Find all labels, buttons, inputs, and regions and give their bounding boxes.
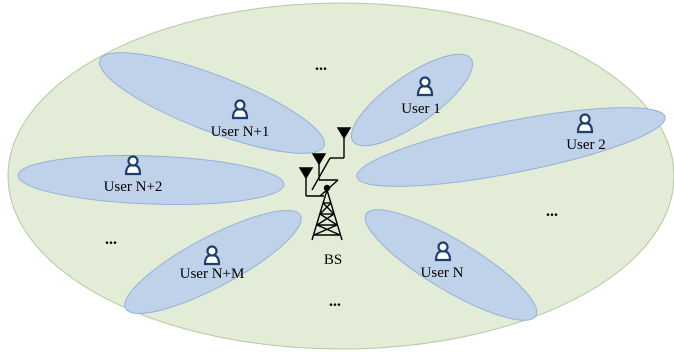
user-label: User N+2	[104, 179, 163, 195]
antenna-array	[298, 127, 352, 197]
antenna-element-3	[336, 127, 352, 140]
beam-user-n-plus-1	[99, 52, 325, 154]
ellipsis-right: ...	[546, 203, 558, 220]
user-icon	[203, 245, 221, 266]
beam-user-1	[350, 53, 474, 147]
user-n: User N	[421, 241, 464, 281]
user-label: User N	[421, 265, 464, 281]
user-icon	[231, 99, 249, 120]
user-icon	[576, 113, 594, 134]
antenna-element-1	[298, 167, 314, 180]
user-icon	[434, 241, 452, 262]
user-label: User 2	[566, 137, 606, 153]
ellipsis-bottom: ...	[329, 293, 341, 310]
antenna-element-2	[311, 153, 327, 166]
ellipsis-top: ...	[315, 57, 327, 74]
cell-tower-icon	[311, 184, 343, 241]
user-label: User N+M	[180, 266, 245, 282]
user-1: User 1	[401, 76, 441, 117]
bs-label: BS	[324, 252, 342, 268]
user-n-plus-m: User N+M	[180, 245, 245, 282]
ellipsis-left: ...	[105, 231, 117, 248]
user-label: User N+1	[211, 124, 270, 140]
beam-user-n	[364, 209, 538, 321]
user-icon	[416, 76, 434, 97]
user-label: User 1	[401, 101, 441, 117]
user-icon	[124, 155, 142, 176]
user-2: User 2	[566, 113, 606, 153]
beam-user-n-plus-2	[17, 155, 285, 205]
user-n-plus-2: User N+2	[104, 155, 163, 195]
user-n-plus-1: User N+1	[211, 99, 270, 140]
